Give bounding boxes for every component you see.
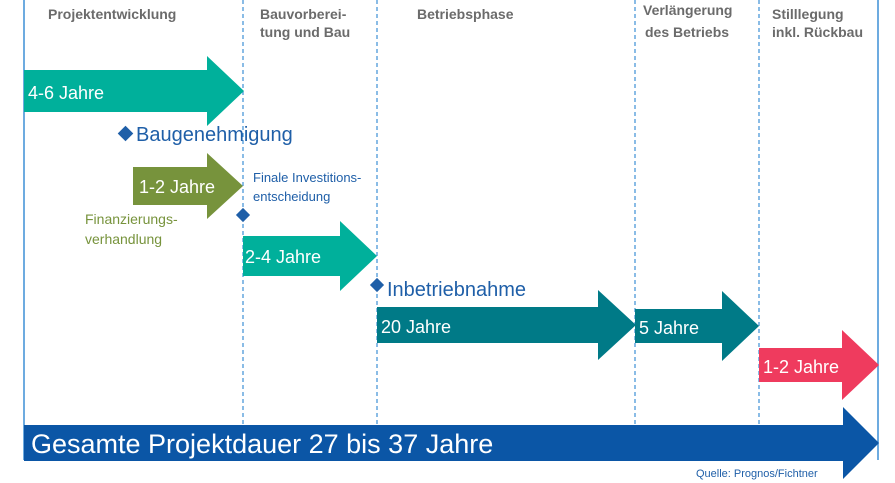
milestone-label-baugenehmigung: Baugenehmigung: [136, 124, 293, 146]
arrow-stilllegung: [759, 330, 879, 400]
arrow-finanzierung: [133, 153, 243, 219]
phase-header-stilllegung-line2: inkl. Rückbau: [772, 24, 863, 40]
milestone-label-fid-line2: entscheidung: [253, 189, 330, 204]
milestone-label-inbetriebnahme: Inbetriebnahme: [387, 279, 526, 301]
arrow-total-duration: [24, 407, 879, 479]
phase-header-bau-line1: Bauvorberei-: [260, 6, 347, 22]
arrow-bau: [243, 221, 377, 291]
source-note: Quelle: Prognos/Fichtner: [696, 468, 818, 480]
phase-header-verlaengerung-line2: des Betriebs: [645, 24, 729, 40]
duration-label-betrieb: 20 Jahre: [381, 317, 451, 337]
finanzierung-label-line2: verhandlung: [85, 231, 162, 247]
phase-header-betriebsphase: Betriebsphase: [417, 6, 514, 22]
phase-header-bau-line2: tung und Bau: [260, 24, 350, 40]
arrow-projektentwicklung: [24, 56, 244, 126]
duration-label-projektentwicklung: 4-6 Jahre: [28, 83, 104, 103]
duration-label-verlaengerung: 5 Jahre: [639, 318, 699, 338]
arrow-verlaengerung: [635, 291, 759, 361]
phase-header-stilllegung-line1: Stilllegung: [772, 6, 844, 22]
milestone-label-fid-line1: Finale Investitions-: [253, 170, 361, 185]
finanzierung-label-line1: Finanzierungs-: [85, 211, 178, 227]
duration-label-stilllegung: 1-2 Jahre: [763, 357, 839, 377]
milestone-diamond-baugenehmigung: [117, 125, 134, 142]
milestone-diamond-inbetriebnahme: [369, 277, 385, 293]
arrow-betrieb: [377, 290, 636, 360]
total-duration-label: Gesamte Projektdauer 27 bis 37 Jahre: [31, 429, 493, 459]
phase-header-verlaengerung-line1: Verlängerung: [643, 2, 732, 18]
duration-label-finanzierung: 1-2 Jahre: [139, 177, 215, 197]
phase-header-projektentwicklung: Projektentwicklung: [48, 6, 176, 22]
duration-label-bau: 2-4 Jahre: [245, 247, 321, 267]
milestone-diamond-investitionsentscheidung: [235, 207, 251, 223]
